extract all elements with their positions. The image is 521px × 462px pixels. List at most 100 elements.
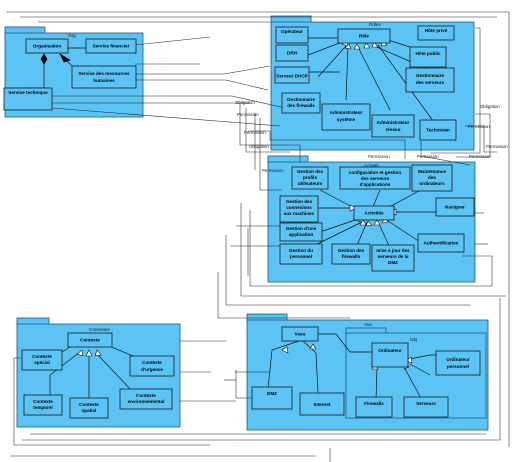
svg-text:Contexte: Contexte xyxy=(80,338,100,343)
edge-label-permission: Permission xyxy=(368,154,390,159)
svg-text:spécial: spécial xyxy=(34,360,50,365)
class-contexte-urgence[interactable]: Contexte d'urgence xyxy=(129,355,175,377)
class-gestion-personnel[interactable]: Gestion du personnel xyxy=(279,243,323,265)
svg-text:Administrateur: Administrateur xyxy=(330,110,363,115)
edge-label-permission: Permission xyxy=(417,154,439,159)
svg-text:humaines: humaines xyxy=(93,78,115,83)
class-gestion-application[interactable]: Gestion d'une application xyxy=(279,222,323,242)
svg-text:Authentification: Authentification xyxy=(424,241,459,246)
svg-text:serveurs de la: serveurs de la xyxy=(378,254,409,259)
class-service-ressources-humaines[interactable]: Service des ressources humaines xyxy=(71,65,137,89)
svg-text:DRH: DRH xyxy=(287,51,298,56)
class-service-technique[interactable]: Service technique xyxy=(3,87,53,111)
class-dmz[interactable]: DMZ xyxy=(251,386,293,410)
class-gestion-firewalls-activity[interactable]: Gestion des firewalls xyxy=(331,243,371,265)
edge-label-permission: Permission xyxy=(486,144,508,149)
svg-text:DMZ: DMZ xyxy=(388,260,398,265)
class-gestion-connexions[interactable]: Gestion des connexions aux machines xyxy=(279,195,319,223)
svg-text:Naviguer: Naviguer xyxy=(445,205,465,210)
class-contexte-environnemental[interactable]: Contexte environnemental xyxy=(119,388,173,410)
edge-label-permission: Permission xyxy=(262,168,284,173)
svg-text:Contexte: Contexte xyxy=(136,393,156,398)
svg-text:Gestionnaire: Gestionnaire xyxy=(416,73,445,78)
class-contexte-special[interactable]: Contexte spécial xyxy=(21,349,63,371)
class-ordinateur[interactable]: Ordinateur xyxy=(371,342,409,368)
class-serveurs[interactable]: Serveurs xyxy=(403,396,449,418)
edge-labels: Obligation Permission Permission Obligat… xyxy=(235,100,508,173)
class-gestion-profils[interactable]: Gestion des profils utilisateurs xyxy=(291,166,329,190)
svg-text:Contexte: Contexte xyxy=(79,402,99,407)
class-vues[interactable]: Vues xyxy=(281,326,319,342)
svg-text:Administrateur: Administrateur xyxy=(377,120,410,125)
edge-label-permission: Permission xyxy=(469,154,491,159)
package-contexts-label: Contextes xyxy=(89,327,110,332)
class-operateur[interactable]: Opérateur xyxy=(275,26,309,44)
class-gestionnaire-serveurs[interactable]: Gestionnaire des serveurs xyxy=(405,67,455,93)
svg-text:des: des xyxy=(428,175,436,180)
generalization-arrow xyxy=(344,43,352,50)
generalization-arrow xyxy=(363,42,371,49)
svg-text:application: application xyxy=(289,232,313,237)
svg-text:des serveurs: des serveurs xyxy=(416,80,445,85)
svg-text:Ordinateur: Ordinateur xyxy=(446,357,470,362)
generalization-arrow xyxy=(85,349,93,357)
class-maj-serveurs-dmz[interactable]: mise à jour des serveurs de la DMZ xyxy=(371,244,415,272)
svg-text:Hôte privé: Hôte privé xyxy=(425,28,448,33)
svg-text:d'urgence: d'urgence xyxy=(141,367,163,372)
svg-text:Gestionnaire: Gestionnaire xyxy=(287,97,316,102)
class-administrateur-systeme[interactable]: Administrateur système xyxy=(321,103,371,131)
svg-text:Ordinateur: Ordinateur xyxy=(378,348,402,353)
package-obj-label: Obj xyxy=(410,337,417,342)
composition-diamond-3 xyxy=(59,53,71,63)
class-gestionnaire-firewalls[interactable]: Gestionnaire des firewalls xyxy=(281,92,321,114)
svg-text:Activités: Activités xyxy=(364,211,384,216)
class-administrateur-reseau[interactable]: Administrateur réseau xyxy=(371,114,415,138)
generalization-arrow xyxy=(353,43,361,50)
edge-label-permission: Permission xyxy=(468,124,490,129)
svg-text:ordinateurs: ordinateurs xyxy=(419,181,445,186)
class-firewalls[interactable]: Firewalls xyxy=(355,396,393,418)
svg-text:connexions: connexions xyxy=(286,205,312,210)
edge-label-permission: Permission xyxy=(244,130,266,135)
svg-text:Gestion d'une: Gestion d'une xyxy=(286,226,317,231)
class-config-serveurs[interactable]: configuration et gestion des serveurs d'… xyxy=(339,166,411,190)
class-contexte-spatial[interactable]: Contexte spatial xyxy=(69,397,109,419)
svg-text:Vues: Vues xyxy=(295,332,306,337)
class-ordinateur-personnel[interactable]: Ordinateur personnel xyxy=(435,350,481,376)
svg-text:spatial: spatial xyxy=(82,408,97,413)
svg-text:Maintenance: Maintenance xyxy=(418,169,446,174)
svg-text:personnel: personnel xyxy=(447,364,469,369)
class-drh[interactable]: DRH xyxy=(275,44,309,62)
svg-text:mise à jour des: mise à jour des xyxy=(376,248,410,253)
class-serveur-dhcp[interactable]: Serveur DHCP xyxy=(274,66,310,84)
class-hote-public[interactable]: Hôte public xyxy=(409,46,447,68)
class-contexte[interactable]: Contexte xyxy=(67,332,113,348)
class-organisation[interactable]: Organisation xyxy=(25,38,69,54)
generalization-arrow xyxy=(373,219,381,226)
svg-text:système: système xyxy=(337,117,356,122)
svg-text:DMZ: DMZ xyxy=(267,391,277,396)
class-technicien[interactable]: Technicien xyxy=(419,119,457,141)
class-internet[interactable]: Internet xyxy=(299,392,345,416)
class-naviguer[interactable]: Naviguer xyxy=(435,197,475,217)
svg-text:Service des ressources: Service des ressources xyxy=(78,71,130,76)
generalization-arrow xyxy=(365,220,373,227)
class-contexte-temporel[interactable]: Contexte temporel xyxy=(23,394,63,416)
class-activites[interactable]: Activités xyxy=(353,205,395,221)
svg-text:Firewalls: Firewalls xyxy=(364,401,384,406)
class-maintenance[interactable]: Maintenance des ordinateurs xyxy=(411,164,453,192)
edge-label-permission: Permission xyxy=(237,112,259,117)
generalization-arrow xyxy=(359,219,367,226)
svg-text:Opérateur: Opérateur xyxy=(281,29,303,34)
class-role[interactable]: Rôle xyxy=(337,28,391,44)
class-hote-prive[interactable]: Hôte privé xyxy=(417,25,455,41)
svg-text:environnemental: environnemental xyxy=(128,399,165,404)
svg-text:configuration et gestion: configuration et gestion xyxy=(349,170,402,175)
svg-text:Service financier: Service financier xyxy=(93,44,130,49)
class-authentification[interactable]: Authentification xyxy=(417,233,465,253)
package-view-label: Vue xyxy=(364,322,372,327)
class-service-financier[interactable]: Service financier xyxy=(85,38,137,54)
svg-text:Service technique: Service technique xyxy=(8,90,48,95)
svg-text:Gestion des: Gestion des xyxy=(297,169,324,174)
